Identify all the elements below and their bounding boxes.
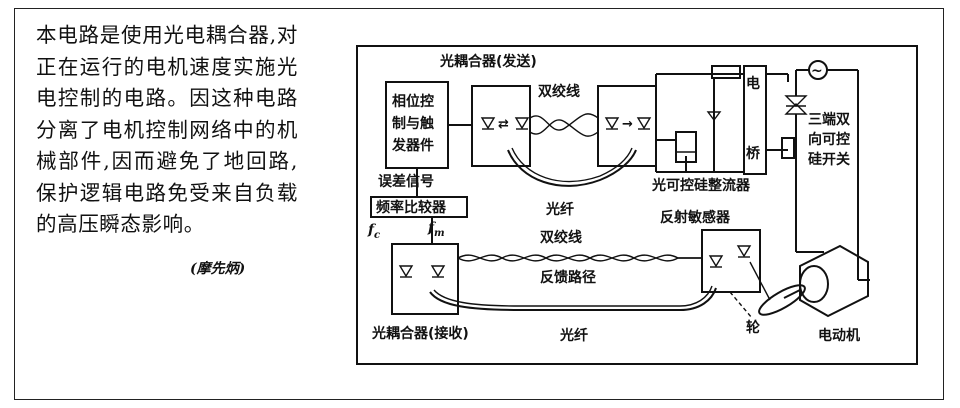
receive-coupler-box (391, 243, 459, 315)
reflective-sensor-label: 反射敏感器 (660, 209, 731, 226)
twisted-pair-bottom-wire-a (457, 254, 702, 262)
reflective-sensor-box (701, 229, 761, 293)
bridge-bottom-label: 桥 (746, 145, 761, 162)
send-diode-icon (514, 117, 530, 130)
fc-label: fc (367, 222, 380, 241)
article-paragraph: 本电路是使用光电耦合器,对正在运行的电机速度实施光电控制的电路。因这种电路分离了… (36, 23, 298, 236)
coupler-send-label: 光耦合器(发送) (439, 53, 537, 70)
svg-text:⇄: ⇄ (498, 117, 509, 132)
fiber-top-line (507, 149, 637, 187)
motor-label: 电动机 (818, 327, 860, 344)
fm-label: fm (427, 220, 445, 239)
page-frame (14, 8, 944, 400)
phase-block-line3: 发器件 (391, 137, 434, 154)
triac-line2: 向可控 (808, 131, 850, 148)
wheel-label: 轮 (746, 319, 760, 336)
twisted-pair-top-wire-b (529, 119, 599, 137)
triac-line1: 三端双 (808, 111, 850, 128)
wheel-icon (758, 284, 806, 316)
fiber-bottom-line (429, 287, 717, 311)
bridge-block (743, 65, 767, 175)
motor-icon (799, 244, 869, 318)
ac-source-label: ~ (811, 63, 823, 79)
twisted-pair-bottom-label: 双绞线 (540, 229, 582, 246)
feedback-path-label: 反馈路径 (540, 269, 596, 286)
triac-icon (784, 95, 808, 107)
bridge-resistor-icon (781, 137, 795, 159)
sensor-led-icon (708, 255, 724, 268)
scr-icon (706, 111, 722, 122)
diagram-border (356, 45, 918, 365)
triac-line3: 硅开关 (808, 151, 850, 168)
receive-led-icon (398, 265, 414, 278)
phase-block-line1: 相位控 (392, 93, 434, 110)
svg-text:→: → (622, 117, 633, 132)
twisted-pair-bottom-wire-b (457, 254, 702, 262)
send-led-icon (480, 117, 496, 130)
coupler-receive-label: 光耦合器(接收) (371, 325, 469, 342)
comparator-label: 频率比较器 (376, 199, 447, 216)
sensor-beam-line (729, 291, 753, 319)
sensor-photo-icon (736, 245, 752, 258)
send-photoscr-icon (636, 117, 652, 130)
send-photo-icon (604, 117, 620, 130)
author-credit: (摩先炳) (190, 261, 246, 277)
bridge-top-label: 电 (746, 75, 760, 92)
twisted-pair-top-wire-a (529, 113, 599, 131)
fiber-bottom-label: 光纤 (559, 327, 588, 344)
scr-label: 光可控硅整流器 (651, 177, 751, 194)
frequency-comparator-block (370, 196, 468, 218)
resistor-top-icon (711, 65, 741, 79)
fiber-top-label: 光纤 (545, 201, 574, 218)
send-led-box (471, 85, 531, 167)
error-signal-label: 误差信号 (378, 173, 434, 190)
receive-photo-icon (430, 265, 446, 278)
twisted-pair-top-label: 双绞线 (538, 83, 580, 100)
phase-block-line2: 制与触 (392, 115, 434, 132)
send-detector-box (597, 85, 657, 167)
